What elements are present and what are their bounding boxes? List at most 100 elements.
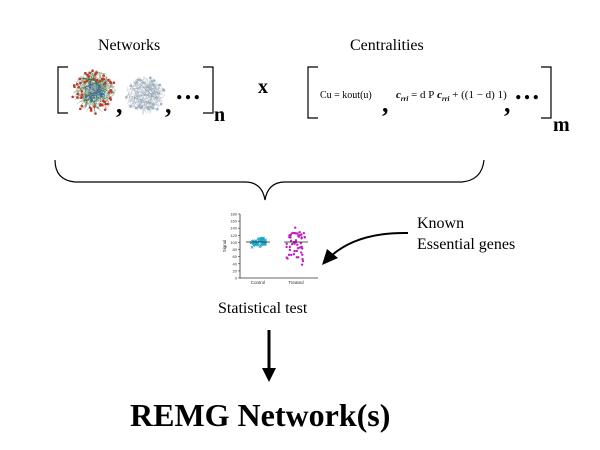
plot-point-treated xyxy=(296,243,299,246)
network-node xyxy=(95,78,99,82)
plot-point-treated xyxy=(302,231,306,235)
down-arrow-head xyxy=(262,368,276,382)
network-edge xyxy=(139,80,151,90)
network-node xyxy=(79,81,82,85)
network-node xyxy=(109,81,113,85)
network-edge xyxy=(100,86,103,90)
networks-heading: Networks xyxy=(98,37,161,54)
network-node xyxy=(94,112,97,115)
essential-genes-label: Essential genes xyxy=(417,236,516,253)
network-node xyxy=(71,95,75,99)
network-node xyxy=(80,90,84,93)
network-edge xyxy=(129,84,148,102)
centrality-formula-degree: Cu = kout(u) xyxy=(320,90,372,101)
network-edge xyxy=(86,82,94,98)
plot-point-treated xyxy=(299,241,303,245)
plot-point-treated xyxy=(294,226,297,229)
network-edge xyxy=(146,92,164,97)
network-node xyxy=(125,96,128,99)
network-edge xyxy=(145,76,153,90)
network-node xyxy=(103,82,107,85)
network-node xyxy=(112,81,116,84)
network-node xyxy=(110,90,113,93)
plot-point-control xyxy=(260,236,264,240)
plot-point-treated xyxy=(289,236,292,239)
known-genes-arrow xyxy=(330,231,409,257)
plot-point-treated xyxy=(297,256,300,259)
network-edge xyxy=(88,74,99,80)
known-label: Known xyxy=(417,215,465,232)
network-edge xyxy=(131,98,139,105)
plot-category-label: Treated xyxy=(288,280,304,285)
network-edge xyxy=(82,96,91,110)
network-node xyxy=(162,88,165,92)
network-node xyxy=(135,80,138,84)
plot-y-tick-label: 120 xyxy=(230,233,237,238)
plot-point-treated xyxy=(286,257,289,260)
network-edge xyxy=(91,71,107,75)
network-edge xyxy=(86,89,100,95)
plot-point-treated xyxy=(300,263,304,266)
plot-y-tick-label: 100 xyxy=(230,240,237,245)
network-node xyxy=(72,84,76,87)
centralities-comma-1: , xyxy=(382,89,389,118)
networks-left-bracket xyxy=(57,66,68,114)
network-edge xyxy=(140,84,157,100)
plot-point-treated xyxy=(298,233,302,237)
plot-point-treated xyxy=(289,239,293,242)
network-edge xyxy=(136,80,159,110)
plot-point-treated xyxy=(291,231,294,235)
network-node xyxy=(129,84,133,88)
network-edge xyxy=(102,95,114,100)
plot-point-treated xyxy=(300,245,303,249)
network-node xyxy=(99,94,103,98)
network-node xyxy=(142,81,145,85)
network-edge xyxy=(135,94,146,110)
network-node xyxy=(101,92,105,96)
network-node xyxy=(107,78,110,82)
network-node xyxy=(102,74,106,77)
network-node xyxy=(89,96,92,99)
network-edge xyxy=(78,84,88,108)
network-node xyxy=(137,105,141,108)
network-node xyxy=(76,96,79,99)
network-edge xyxy=(148,86,165,93)
plot-point-treated xyxy=(296,246,300,250)
network-node xyxy=(78,77,82,81)
network-node xyxy=(155,108,159,111)
network-edge xyxy=(134,97,161,106)
network-edge xyxy=(125,87,157,96)
plot-point-treated xyxy=(287,253,291,257)
network-node xyxy=(95,71,98,74)
plot-point-treated xyxy=(303,235,306,239)
network-node xyxy=(134,106,138,110)
centralities-left-bracket xyxy=(307,66,318,119)
network-node xyxy=(80,104,84,108)
network-node xyxy=(84,71,87,75)
centralities-ellipsis: … xyxy=(514,76,540,105)
combine-brace xyxy=(54,159,485,201)
network-node xyxy=(97,85,101,88)
network-node xyxy=(152,103,155,107)
plot-point-treated xyxy=(300,237,303,240)
network-node xyxy=(140,105,144,109)
plot-point-treated xyxy=(295,232,299,235)
plot-point-control xyxy=(256,237,260,241)
network-hairball-image-1 xyxy=(71,69,116,115)
network-node xyxy=(104,102,107,106)
network-node xyxy=(98,80,102,83)
network-node xyxy=(89,109,93,112)
plot-point-control xyxy=(250,245,254,249)
network-node xyxy=(103,100,106,104)
plot-point-treated xyxy=(301,259,305,263)
plot-y-tick-label: 60 xyxy=(233,254,238,259)
network-node xyxy=(149,105,152,109)
network-node xyxy=(157,92,161,95)
network-edge xyxy=(134,76,145,106)
networks-comma-2: , xyxy=(165,90,172,119)
network-edge xyxy=(147,102,150,104)
network-edge xyxy=(150,98,160,99)
network-node xyxy=(83,80,87,84)
plot-point-control xyxy=(256,243,260,247)
